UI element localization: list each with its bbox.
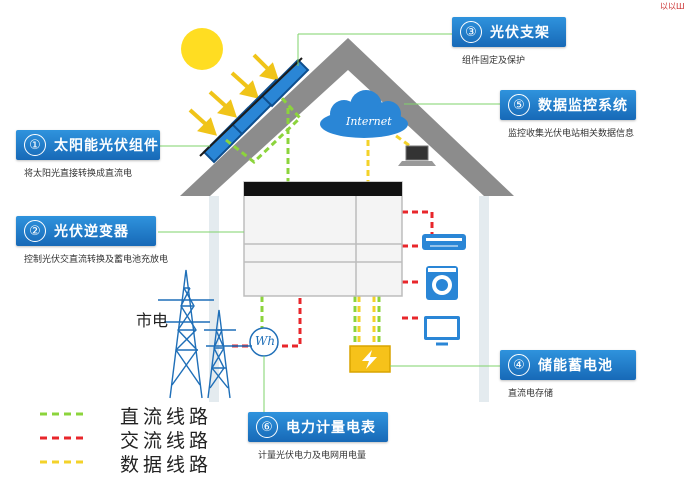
callout-number: ④ <box>508 354 530 376</box>
tv-icon <box>424 316 460 346</box>
callout-label: 光伏逆变器 <box>54 224 129 240</box>
battery-icon <box>349 345 391 373</box>
callout-number: ② <box>24 220 46 242</box>
sun-icon <box>181 28 223 70</box>
callout-label: 数据监控系统 <box>538 98 628 114</box>
callout-label: 光伏支架 <box>490 25 550 41</box>
callout-number: ① <box>24 134 46 156</box>
corner-badge: 以以Ш <box>660 2 685 11</box>
callout-desc-solar-modules: 将太阳光直接转换成直流电 <box>24 169 133 179</box>
meter-symbol: Wh <box>255 334 276 348</box>
inverter-cabinet <box>243 181 403 297</box>
solar-panels <box>199 57 310 164</box>
legend-data: 数据线路 <box>120 454 213 476</box>
callout-label: 储能蓄电池 <box>538 358 613 374</box>
callout-mounting: ③ 光伏支架 <box>452 17 566 47</box>
callout-label: 电力计量电表 <box>286 420 376 436</box>
sunlight-arrows <box>188 53 280 136</box>
air-conditioner-icon <box>422 234 466 250</box>
transmission-tower-icon <box>158 269 252 399</box>
legend-dc: 直流线路 <box>120 406 213 428</box>
callout-number: ③ <box>460 21 482 43</box>
washing-machine-icon <box>426 266 458 300</box>
legend-ac: 交流线路 <box>120 430 213 452</box>
callout-label: 太阳能光伏组件 <box>54 138 159 154</box>
callout-meter: ⑥ 电力计量电表 <box>248 412 388 442</box>
callout-desc-meter: 计量光伏电力及电网用电量 <box>258 451 367 461</box>
callout-desc-monitoring: 监控收集光伏电站相关数据信息 <box>508 129 635 139</box>
callout-desc-mounting: 组件固定及保护 <box>462 56 526 66</box>
callout-desc-battery: 直流电存储 <box>508 389 554 399</box>
city-power-label: 市电 <box>136 311 169 330</box>
callout-number: ⑥ <box>256 416 278 438</box>
callout-number: ⑤ <box>508 94 530 116</box>
legend-swatches <box>40 412 86 464</box>
callout-solar-modules: ① 太阳能光伏组件 <box>16 130 160 160</box>
callout-battery: ④ 储能蓄电池 <box>500 350 636 380</box>
dc-lines <box>225 94 381 352</box>
laptop-icon <box>398 145 436 166</box>
callout-monitoring: ⑤ 数据监控系统 <box>500 90 636 120</box>
callout-inverter: ② 光伏逆变器 <box>16 216 156 246</box>
internet-cloud-icon <box>320 90 408 138</box>
house-roof <box>180 38 514 196</box>
callout-leaders <box>158 33 500 420</box>
callout-desc-inverter: 控制光伏交直流转换及蓄电池充放电 <box>24 255 169 265</box>
internet-label: Internet <box>346 115 392 128</box>
